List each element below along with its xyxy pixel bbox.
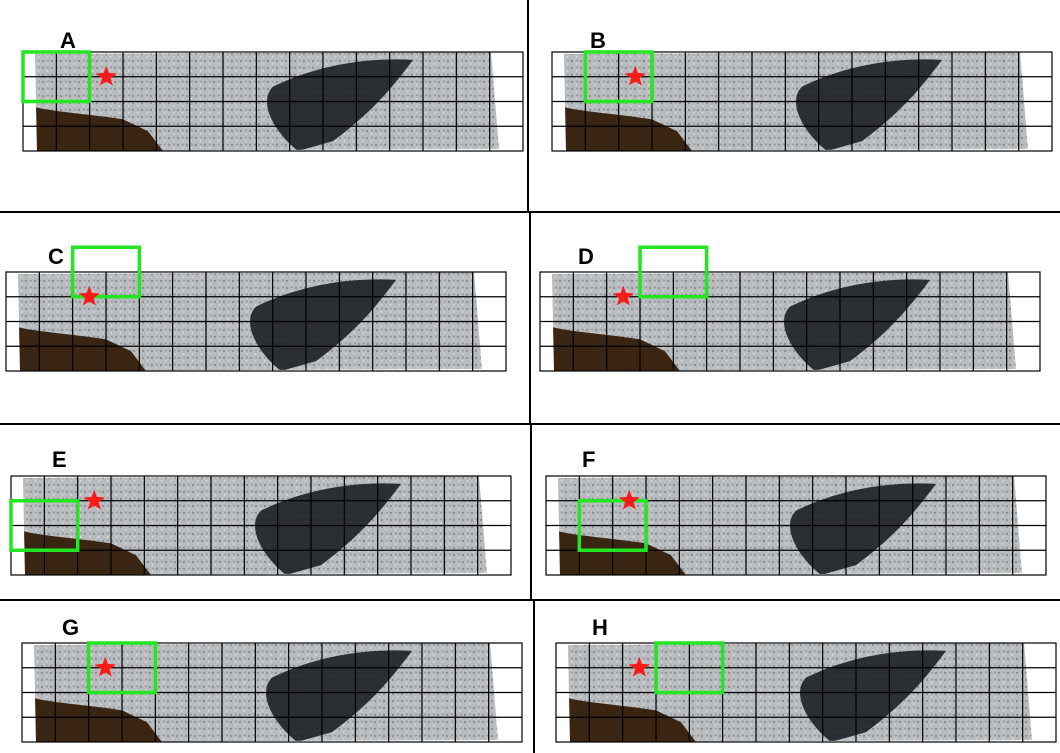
target-star-icon	[95, 65, 117, 86]
dark-river-area	[267, 59, 413, 151]
satellite-scene	[9, 475, 512, 576]
selection-box	[9, 499, 80, 552]
horizontal-divider-1	[0, 211, 1060, 213]
dark-river-area	[800, 650, 946, 742]
satellite-scene	[545, 475, 1047, 576]
dark-river-area	[796, 59, 942, 151]
bay-water	[568, 697, 696, 742]
satellite-scene	[539, 245, 1041, 372]
bay-water	[34, 697, 162, 742]
panel-label: A	[60, 28, 76, 53]
target-star-icon	[83, 489, 105, 510]
panel-label: B	[590, 28, 606, 53]
bay-water	[35, 106, 163, 151]
target-star-icon	[628, 656, 650, 677]
vertical-divider-bottom	[533, 600, 535, 753]
panel-label: C	[48, 244, 64, 269]
target-star-icon	[78, 285, 100, 306]
selection-box	[638, 245, 709, 299]
satellite-scene	[21, 641, 523, 743]
selection-box	[21, 50, 92, 104]
dark-river-area	[784, 279, 930, 371]
dark-river-area	[790, 483, 936, 575]
selection-box	[654, 641, 725, 695]
vertical-divider-mid	[529, 212, 531, 424]
dark-river-area	[255, 483, 401, 575]
selection-box	[583, 50, 654, 104]
panel-label: D	[578, 244, 594, 269]
vertical-divider-top	[527, 0, 529, 212]
target-star-icon	[618, 489, 640, 510]
bay-water	[564, 106, 692, 151]
panel-label: E	[52, 447, 67, 472]
dark-river-area	[250, 279, 396, 371]
tile-grid	[539, 271, 1041, 372]
target-star-icon	[612, 285, 634, 306]
panel-label: F	[582, 447, 596, 472]
bay-water	[23, 530, 151, 575]
bay-water	[18, 326, 146, 371]
target-star-icon	[624, 65, 646, 86]
panel-label: H	[592, 615, 608, 640]
satellite-scene	[21, 50, 524, 152]
satellite-scene	[5, 245, 507, 372]
satellite-scene	[551, 50, 1053, 152]
panel-label: G	[62, 615, 80, 640]
target-star-icon	[94, 656, 116, 677]
selection-box	[70, 245, 142, 299]
vertical-divider-lower	[530, 424, 532, 600]
dark-river-area	[266, 650, 412, 742]
satellite-scene	[555, 641, 1057, 743]
horizontal-divider-2	[0, 423, 1060, 425]
selection-box	[86, 641, 158, 695]
bay-water	[552, 326, 680, 371]
selection-box	[577, 499, 648, 552]
horizontal-divider-3	[0, 599, 1060, 601]
